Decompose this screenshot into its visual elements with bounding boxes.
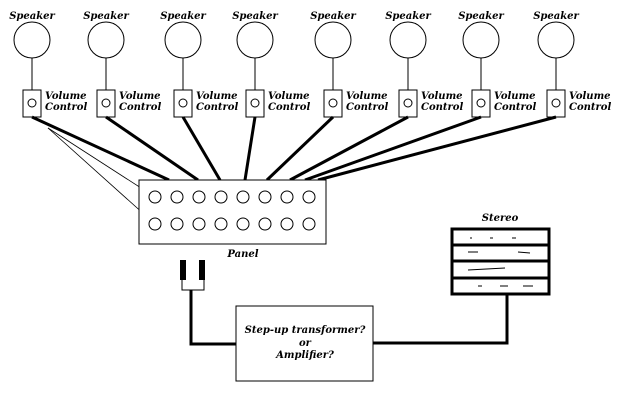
speaker-label: Speaker bbox=[310, 11, 356, 22]
speaker-icon bbox=[236, 21, 274, 59]
volume-label: Volume bbox=[421, 91, 463, 102]
volume-knob-icon bbox=[250, 98, 260, 108]
speaker-cable bbox=[105, 115, 199, 182]
control-label: Control bbox=[268, 102, 310, 113]
control-label: Control bbox=[346, 102, 388, 113]
panel-jack bbox=[192, 190, 206, 204]
speaker-cable bbox=[31, 115, 170, 182]
volume-label: Volume bbox=[119, 91, 161, 102]
volume-knob-icon bbox=[27, 98, 37, 108]
stereo-marks bbox=[467, 237, 533, 287]
speaker-icon bbox=[87, 21, 125, 59]
stereo-label: Stereo bbox=[482, 213, 519, 224]
panel-jack bbox=[280, 217, 294, 231]
panel-jack bbox=[258, 190, 272, 204]
speaker-label: Speaker bbox=[232, 11, 278, 22]
panel-jack bbox=[192, 217, 206, 231]
volume-label: Volume bbox=[196, 91, 238, 102]
panel-jack bbox=[302, 190, 316, 204]
speaker-icon bbox=[537, 21, 575, 59]
plug bbox=[180, 260, 205, 291]
speaker-label: Speaker bbox=[533, 11, 579, 22]
volume-label: Volume bbox=[268, 91, 310, 102]
panel-jack bbox=[214, 190, 228, 204]
control-label: Control bbox=[196, 102, 238, 113]
speaker-label: Speaker bbox=[83, 11, 129, 22]
converter-to-stereo-wire bbox=[373, 295, 509, 345]
speaker-cable bbox=[181, 116, 222, 181]
volume-knob-icon bbox=[178, 98, 188, 108]
pointer-line bbox=[47, 127, 156, 198]
speaker-label: Speaker bbox=[385, 11, 431, 22]
converter-box bbox=[235, 305, 374, 382]
speaker-cable bbox=[265, 115, 335, 182]
panel-jack bbox=[280, 190, 294, 204]
volume-label: Volume bbox=[45, 91, 87, 102]
stereo bbox=[450, 227, 551, 296]
volume-knob-icon bbox=[101, 98, 111, 108]
volume-label: Volume bbox=[569, 91, 611, 102]
panel-jack bbox=[170, 190, 184, 204]
plug-to-converter-wire bbox=[189, 290, 236, 346]
panel bbox=[138, 179, 327, 245]
speaker-icon bbox=[314, 21, 352, 59]
speaker-cable bbox=[317, 115, 557, 182]
control-label: Control bbox=[421, 102, 463, 113]
control-label: Control bbox=[494, 102, 536, 113]
panel-jack bbox=[170, 217, 184, 231]
converter-label-line3: Amplifier? bbox=[275, 350, 334, 361]
speaker-icon bbox=[389, 21, 427, 59]
speaker-cable bbox=[243, 116, 257, 181]
volume-label: Volume bbox=[494, 91, 536, 102]
speaker-cable bbox=[304, 115, 482, 182]
panel-jack bbox=[148, 217, 162, 231]
speaker-icon bbox=[13, 21, 51, 59]
volume-knob-icon bbox=[551, 98, 561, 108]
volume-label: Volume bbox=[346, 91, 388, 102]
speaker-label: Speaker bbox=[9, 11, 55, 22]
control-label: Control bbox=[569, 102, 611, 113]
panel-jack bbox=[302, 217, 316, 231]
volume-knob-icon bbox=[476, 98, 486, 108]
speaker-icon bbox=[462, 21, 500, 59]
converter-label-line2: or bbox=[299, 338, 312, 349]
panel-jack bbox=[148, 190, 162, 204]
control-label: Control bbox=[119, 102, 161, 113]
panel-jack bbox=[236, 217, 250, 231]
control-label: Control bbox=[45, 102, 87, 113]
speaker-label: Speaker bbox=[458, 11, 504, 22]
panel-jack bbox=[236, 190, 250, 204]
speaker-label: Speaker bbox=[160, 11, 206, 22]
panel-jack bbox=[214, 217, 228, 231]
converter-label-line1: Step-up transformer? bbox=[245, 325, 366, 336]
panel-label: Panel bbox=[226, 249, 258, 260]
panel-jack bbox=[258, 217, 272, 231]
volume-knob-icon bbox=[328, 98, 338, 108]
pointer-line bbox=[47, 127, 156, 225]
speaker-cable bbox=[289, 115, 409, 182]
volume-knob-icon bbox=[403, 98, 413, 108]
speaker-icon bbox=[164, 21, 202, 59]
